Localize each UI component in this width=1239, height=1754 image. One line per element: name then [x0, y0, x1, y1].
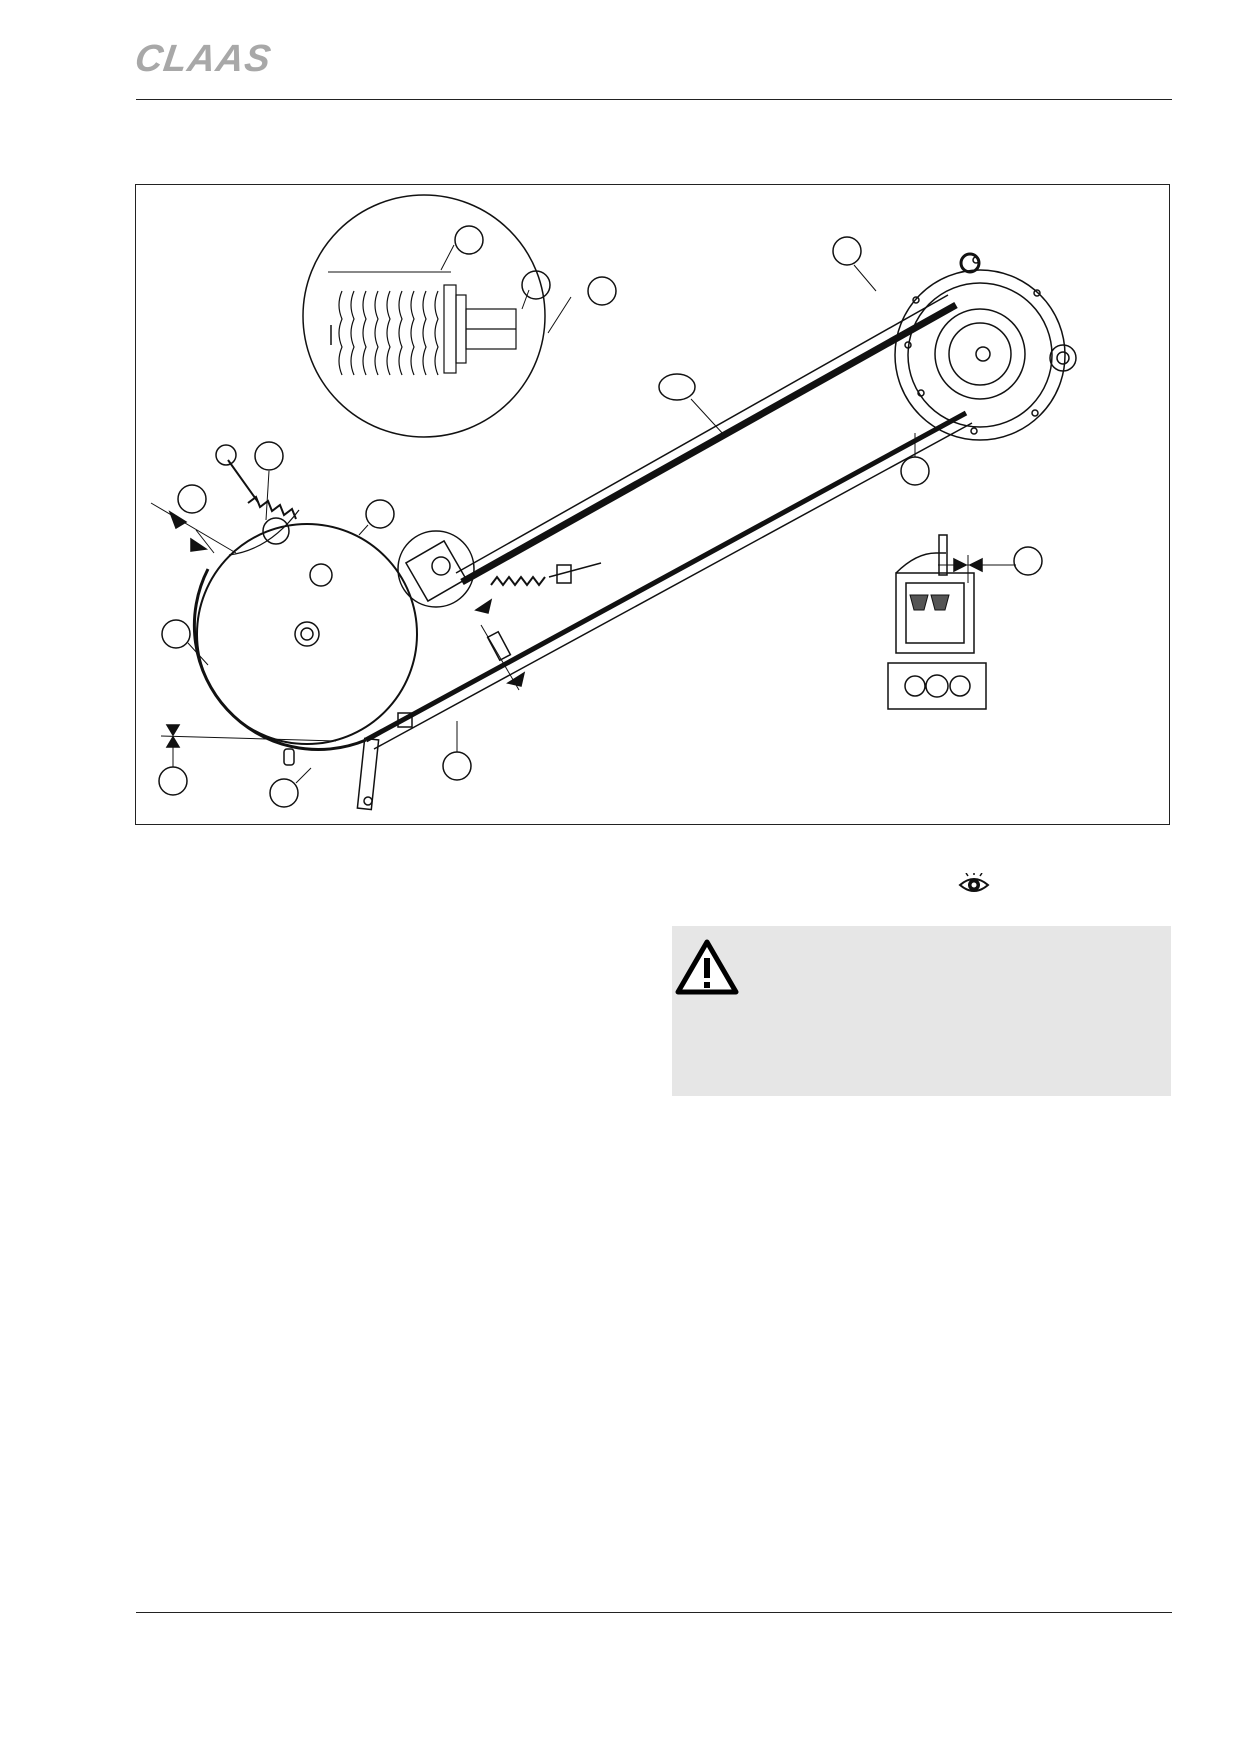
belt-drive-diagram: [150, 194, 1077, 811]
warning-box: [672, 926, 1171, 1096]
svg-text:CLAAS: CLAAS: [136, 40, 274, 76]
figure-frame: [135, 184, 1170, 825]
detail-magnifier: [302, 194, 546, 438]
belt-section-detail: [887, 534, 1043, 710]
footer-rule: [136, 1612, 1172, 1613]
eye-icon: [958, 873, 990, 892]
warning-triangle-icon: [675, 939, 739, 995]
claas-logo: CLAAS: [136, 40, 274, 76]
header-rule: [136, 99, 1172, 100]
right-pulley: [894, 252, 1077, 441]
